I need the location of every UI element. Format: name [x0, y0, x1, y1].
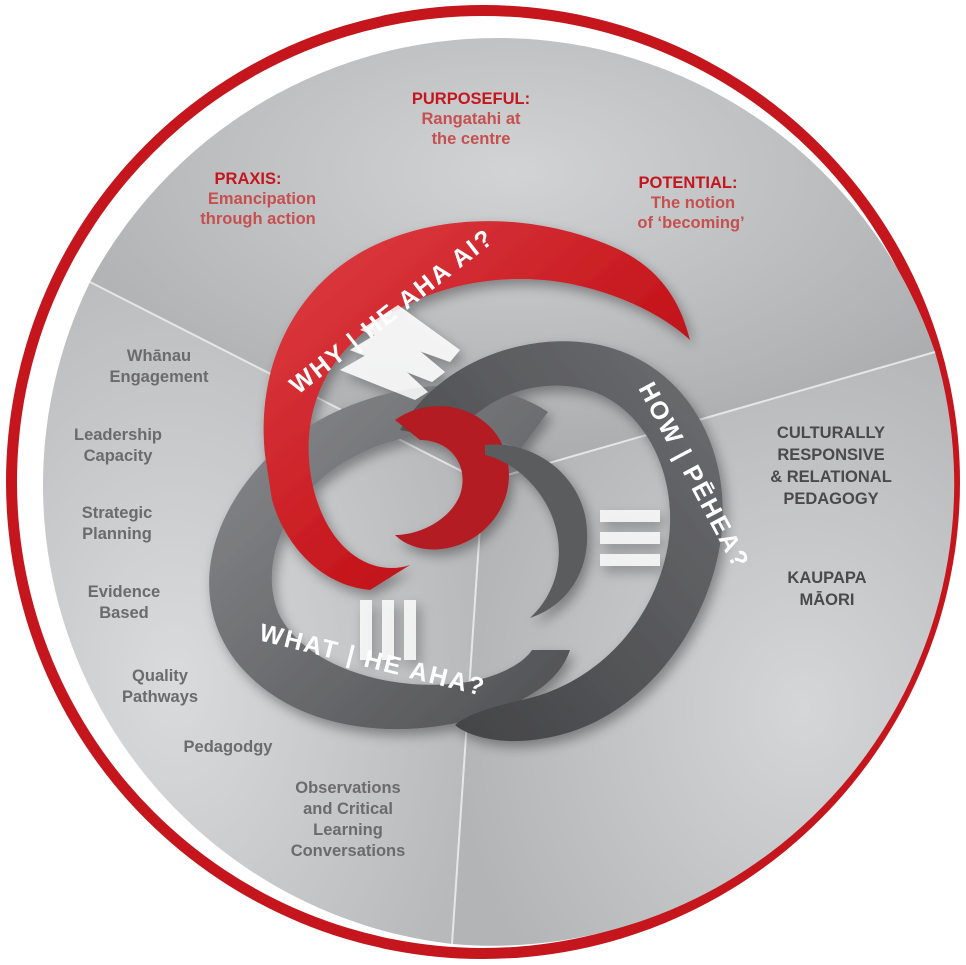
left-item-line: Observations: [295, 779, 400, 797]
kaupapa-block: KAUPAPA MĀORI: [787, 569, 866, 609]
left-item-line: Engagement: [109, 368, 209, 386]
left-section: WhānauEngagementLeadershipCapacityStrate…: [74, 347, 405, 860]
pedagogy-block: CULTURALLY RESPONSIVE & RELATIONAL PEDAG…: [770, 424, 892, 508]
top-section: PURPOSEFUL: Rangatahi at the centre PRAX…: [200, 90, 744, 232]
praxis-line2: through action: [200, 210, 315, 228]
left-item-line: and Critical: [303, 800, 393, 818]
koru-stripes-dark: [600, 510, 660, 566]
koru-stripes-red: [340, 305, 460, 400]
koru-why-arm: [263, 221, 690, 590]
koru-stripe: [600, 532, 660, 544]
segment-divider: [482, 351, 936, 483]
potential-block: POTENTIAL: The notion of ‘becoming’: [637, 174, 744, 232]
left-item-line: Learning: [313, 821, 383, 839]
left-item-line: Evidence: [88, 583, 160, 601]
koru-stripes-grey: [360, 600, 416, 660]
kaupapa-line2: MĀORI: [800, 590, 855, 609]
left-item: Pedagodgy: [184, 738, 274, 756]
koru-stripe: [340, 347, 428, 400]
koru-group: [209, 221, 723, 742]
left-item-line: Conversations: [291, 842, 406, 860]
pedagogy-line4: PEDAGOGY: [783, 490, 878, 508]
praxis-line1: Emancipation: [208, 190, 316, 208]
purposeful-heading: PURPOSEFUL:: [412, 90, 530, 108]
left-item-line: Pedagodgy: [184, 738, 274, 756]
pedagogy-line2: RESPONSIVE: [777, 446, 884, 464]
praxis-block: PRAXIS: Emancipation through action: [200, 170, 316, 228]
left-item-line: Based: [99, 604, 149, 622]
potential-heading: POTENTIAL:: [639, 174, 738, 192]
koru-stripe: [360, 600, 372, 660]
koru-stripe: [382, 600, 394, 660]
pedagogy-line1: CULTURALLY: [777, 424, 885, 442]
praxis-heading: PRAXIS:: [215, 170, 282, 188]
potential-line2: of ‘becoming’: [637, 214, 744, 232]
koru-stripe: [360, 305, 460, 362]
purposeful-line1: Rangatahi at: [421, 110, 521, 128]
koru-stripe: [404, 600, 416, 660]
koru-center-swirl: [395, 406, 509, 550]
koru-stripe: [600, 554, 660, 566]
left-item-line: Planning: [82, 525, 152, 543]
left-item-line: Capacity: [84, 447, 154, 465]
potential-line1: The notion: [651, 194, 735, 212]
left-item-line: Quality: [132, 667, 189, 685]
koru-how-arm: [400, 341, 723, 742]
pedagogy-line3: & RELATIONAL: [770, 468, 892, 486]
koru-center-swirl-grey: [485, 444, 588, 618]
right-section: CULTURALLY RESPONSIVE & RELATIONAL PEDAG…: [770, 424, 892, 609]
kaupapa-line1: KAUPAPA: [787, 569, 866, 587]
left-item: Observations and CriticalLearningConversa…: [291, 779, 406, 860]
left-item-line: Whānau: [127, 347, 191, 365]
purposeful-block: PURPOSEFUL: Rangatahi at the centre: [412, 90, 530, 148]
koru-stripe: [600, 510, 660, 522]
left-item-line: Leadership: [74, 426, 162, 444]
left-item-line: Pathways: [122, 688, 198, 706]
koru-stripe: [350, 326, 445, 382]
purposeful-line2: the centre: [432, 130, 511, 148]
left-item-line: Strategic: [82, 504, 153, 522]
